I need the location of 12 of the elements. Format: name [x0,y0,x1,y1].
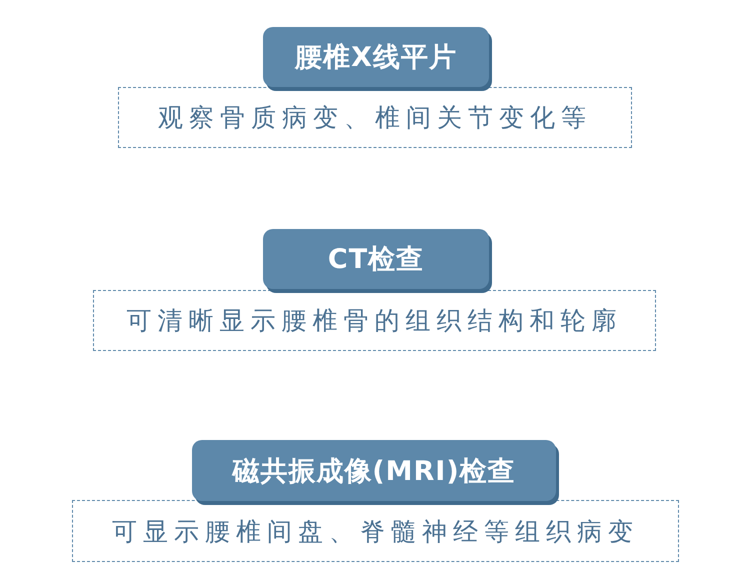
description-text: 观察骨质病变、椎间关节变化等 [158,102,592,134]
dashed-box [93,290,656,351]
dashed-box [118,87,632,148]
description-text: 可清晰显示腰椎骨的组织结构和轮廓 [126,305,622,337]
heading-box [263,27,489,87]
heading-text: CT检查 [328,243,424,277]
heading-text: 腰椎X线平片 [295,41,457,75]
heading-box [192,440,556,501]
description-text: 可显示腰椎间盘、脊髓神经等组织病变 [112,516,639,548]
heading-text: 磁共振成像(MRI)检查 [232,454,516,488]
dashed-box [72,500,679,562]
heading-box [263,229,489,289]
